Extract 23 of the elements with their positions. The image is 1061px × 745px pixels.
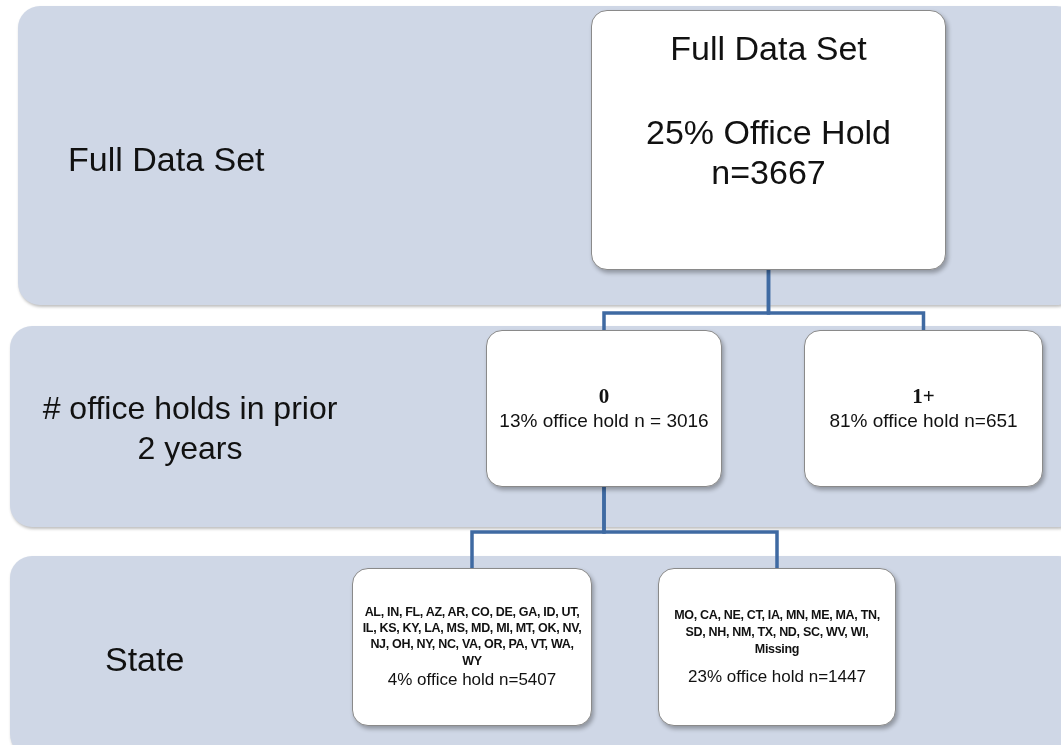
node-box	[486, 330, 722, 487]
connector-line	[602, 487, 779, 568]
node-box	[591, 10, 946, 270]
connector-line	[766, 270, 926, 330]
state-list: AL, IN, FL, AZ, AR, CO, DE, GA, ID, UT, IL, KS, KY, LA, MS, MD, MI, MT, OK, NV, NJ, OH, NY, NC, VA, OR, PA, VT, WA, WY	[361, 603, 583, 669]
box-stat: 23% office hold n=1447	[688, 665, 866, 687]
tier-label: Full Data Set	[68, 139, 266, 180]
tier-label: State	[105, 639, 186, 680]
tier-band	[10, 326, 1061, 527]
node-box	[804, 330, 1043, 487]
node-box	[658, 568, 896, 726]
box-stat: 4% office hold n=5407	[387, 668, 557, 691]
node-box	[352, 568, 592, 726]
box-heading: 0	[598, 383, 610, 410]
tier-label: # office holds in prior 2 years	[41, 389, 339, 468]
box-stat: 25% Office Hold n=3667	[644, 111, 893, 194]
tier-band	[10, 556, 1061, 745]
box-heading: 1+	[912, 383, 935, 410]
box-stat: 13% office hold n = 3016	[499, 409, 709, 434]
box-stat: 81% office hold n=651	[829, 409, 1018, 434]
state-list: MO, CA, NE, CT, IA, MN, ME, MA, TN, SD, NH, NM, TX, ND, SC, WV, WI, Missing	[667, 607, 887, 658]
box-heading: Full Data Set	[670, 28, 867, 69]
tier-band	[18, 6, 1061, 305]
